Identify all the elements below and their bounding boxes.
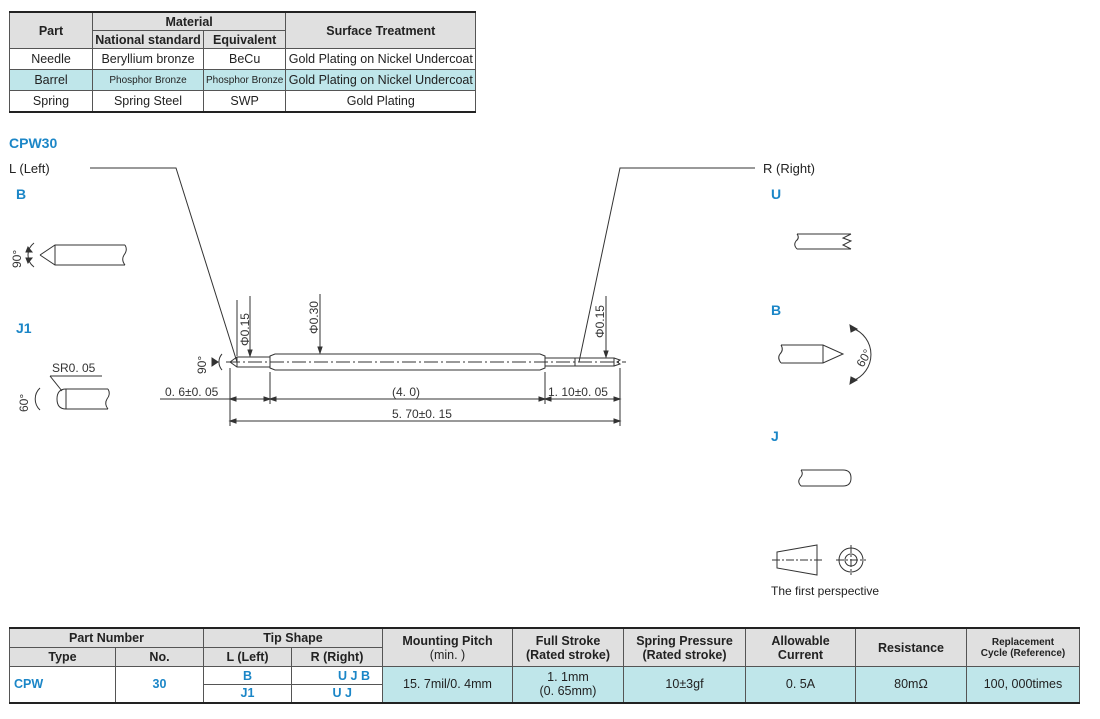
tip-b-right-detail <box>778 324 872 385</box>
dia-015-right: Φ0.15 <box>593 305 607 338</box>
dia-015-left-dim <box>236 296 253 358</box>
left-tip-b-label: B <box>16 186 27 202</box>
table-row: CPW 30 B U J B 15. 7mil/0. 4mm 1. 1mm (0… <box>9 666 1080 703</box>
probe-drawing: 90° Φ0.15 Φ0.30 Φ0.15 0. 6±0. 05 (4. 0) … <box>10 167 875 576</box>
cell-part: Barrel <box>9 69 93 91</box>
cell-part: Spring <box>9 90 93 113</box>
dim-row-1 <box>160 396 622 402</box>
perspective-label: The first perspective <box>771 584 880 598</box>
cell-type: CPW <box>9 666 116 703</box>
header-right: R (Right) <box>291 647 383 667</box>
header-allowable-label: Allowable <box>771 633 830 648</box>
cell-spring-pressure: 10±3gf <box>623 666 746 703</box>
header-spring-pressure: Spring Pressure (Rated stroke) <box>623 627 746 667</box>
cell-resistance: 80mΩ <box>855 666 967 703</box>
probe-body <box>226 353 626 371</box>
header-no: No. <box>115 647 204 667</box>
cell-left-1: B <box>203 666 292 685</box>
tip-u-right-detail <box>794 233 853 250</box>
dim-mid: (4. 0) <box>392 385 420 399</box>
left-leader-line <box>90 167 238 363</box>
dim-total: 5. 70±0. 15 <box>392 407 452 421</box>
dia-030-dim <box>317 294 323 355</box>
header-replacement-sub: Cycle (Reference) <box>980 647 1066 659</box>
left-label: L (Left) <box>9 161 50 176</box>
header-material: Material <box>91 11 287 31</box>
header-full-stroke-label: Full Stroke <box>535 633 601 648</box>
header-type: Type <box>9 647 116 667</box>
cell-equivalent: BeCu <box>202 48 287 70</box>
header-replacement-label: Replacement <box>991 636 1055 648</box>
table-row: J1 U J <box>10 684 1080 703</box>
header-resistance: Resistance <box>855 627 967 667</box>
sr-label: SR0. 05 <box>52 361 96 375</box>
cell-national: Spring Steel <box>92 90 204 113</box>
cell-equivalent: Phosphor Bronze <box>202 69 287 91</box>
header-left: L (Left) <box>203 647 292 667</box>
angle-60-tip-j1: 60° <box>17 394 31 412</box>
cell-surface: Gold Plating on Nickel Undercoat <box>285 48 477 70</box>
right-tip-u-label: U <box>771 186 782 202</box>
tip-j-right-detail <box>798 469 852 487</box>
header-part: Part <box>9 11 93 49</box>
table-row: Needle Beryllium bronze BeCu Gold Platin… <box>9 48 477 70</box>
first-angle-projection-icon <box>772 544 866 576</box>
right-label: R (Right) <box>763 161 816 176</box>
cell-full-stroke-1: 1. 1mm <box>547 670 589 685</box>
tip-b-left-detail <box>25 242 127 268</box>
header-mounting-pitch: Mounting Pitch (min. ) <box>382 627 513 667</box>
header-allowable-current: Allowable Current <box>745 627 856 667</box>
cell-national: Beryllium bronze <box>92 48 204 70</box>
header-part-number: Part Number <box>9 627 204 648</box>
dia-015-left: Φ0.15 <box>238 313 252 346</box>
angle-60-tip-b-right: 60° <box>853 347 874 370</box>
cell-full-stroke-2: (0. 65mm) <box>539 684 597 699</box>
dia-015-right-dim <box>603 296 609 359</box>
dia-030: Φ0.30 <box>307 301 321 334</box>
dim-row-2 <box>228 418 622 424</box>
header-mounting-pitch-sub: (min. ) <box>429 647 466 662</box>
header-spring-pressure-label: Spring Pressure <box>636 633 733 648</box>
right-tip-j-label: J <box>771 428 779 444</box>
cell-part: Needle <box>9 48 93 70</box>
left-tip-angle <box>211 353 223 371</box>
dim-left: 0. 6±0. 05 <box>165 385 219 399</box>
cell-current: 0. 5A <box>745 666 856 703</box>
angle-90-tip-b: 90° <box>10 250 24 268</box>
spec-table: Part Number Tip Shape Mounting Pitch (mi… <box>9 627 1080 704</box>
header-replacement-cycle: Replacement Cycle (Reference) <box>966 627 1080 667</box>
left-tip-j1-label: J1 <box>16 320 32 336</box>
table-row: Spring Spring Steel SWP Gold Plating <box>9 90 477 113</box>
cell-left-2: J1 <box>203 684 292 703</box>
header-full-stroke-sub: (Rated stroke) <box>525 647 611 662</box>
angle-90-left: 90° <box>195 356 209 374</box>
table-row: Barrel Phosphor Bronze Phosphor Bronze G… <box>9 69 477 91</box>
header-spring-pressure-sub: (Rated stroke) <box>642 647 727 662</box>
cell-mounting-pitch: 15. 7mil/0. 4mm <box>382 666 513 703</box>
cell-national: Phosphor Bronze <box>92 69 204 91</box>
right-leader-line <box>578 167 755 363</box>
header-equivalent: Equivalent <box>202 30 287 49</box>
cell-surface: Gold Plating on Nickel Undercoat <box>285 69 477 91</box>
right-tip-b-label: B <box>771 302 782 318</box>
cell-right-1: U J B <box>291 666 383 685</box>
cell-equivalent: SWP <box>202 90 287 113</box>
header-full-stroke: Full Stroke (Rated stroke) <box>512 627 624 667</box>
header-tip-shape: Tip Shape <box>203 627 383 648</box>
cell-no: 30 <box>115 666 204 703</box>
cell-surface: Gold Plating <box>285 90 477 113</box>
dim-right: 1. 10±0. 05 <box>548 385 608 399</box>
header-surface-treatment: Surface Treatment <box>285 11 477 49</box>
header-national-standard: National standard <box>92 30 204 49</box>
cell-cycle: 100, 000times <box>966 666 1080 703</box>
tip-j1-left-detail <box>34 375 110 411</box>
model-title: CPW30 <box>9 135 58 151</box>
header-allowable-sub: Current <box>777 647 824 662</box>
cell-right-2: U J <box>291 684 383 703</box>
cell-full-stroke: 1. 1mm (0. 65mm) <box>512 666 624 703</box>
material-table: Part Material Surface Treatment National… <box>9 11 477 113</box>
header-mounting-pitch-label: Mounting Pitch <box>402 633 493 648</box>
